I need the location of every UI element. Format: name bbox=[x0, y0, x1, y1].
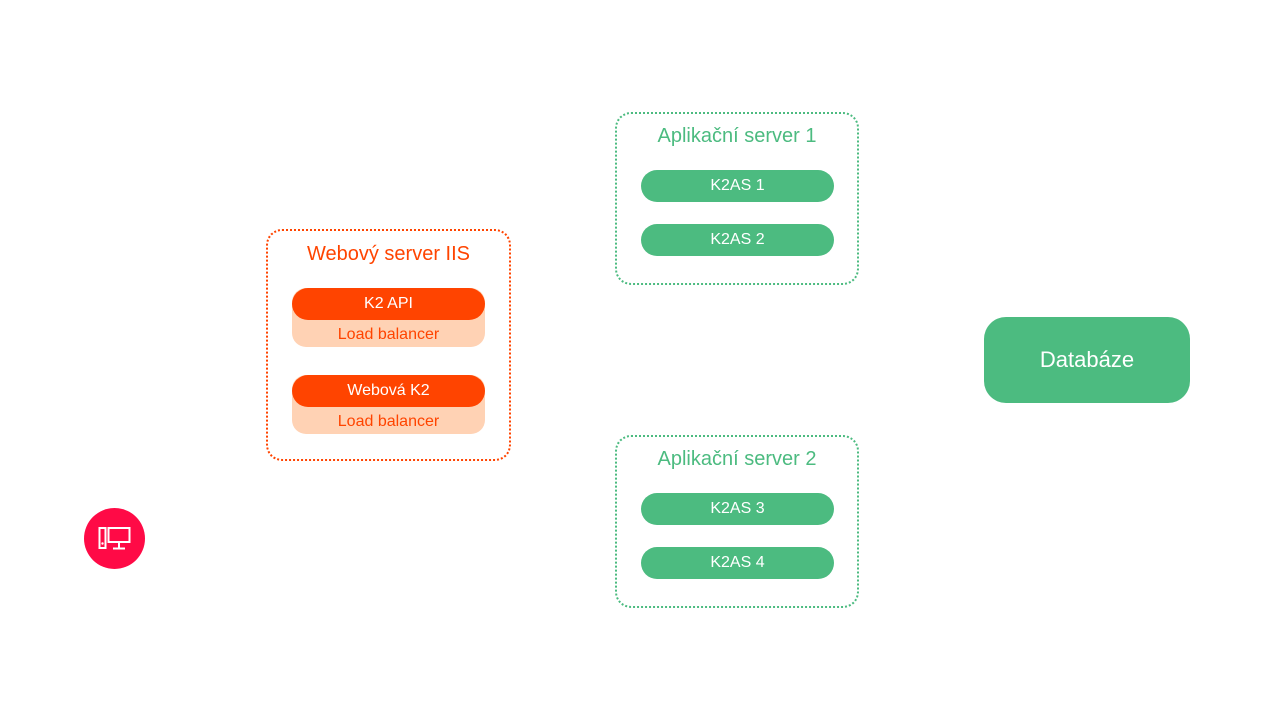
load-balancer-label: Load balancer bbox=[337, 326, 440, 343]
desktop-computer-icon bbox=[98, 526, 130, 549]
k2as-1-pill: K2AS 1 bbox=[641, 170, 834, 202]
app-server-1-title: Aplikační server 1 bbox=[657, 125, 817, 147]
k2-api-pill: K2 API bbox=[292, 288, 485, 320]
k2as-4-pill: K2AS 4 bbox=[641, 547, 834, 579]
k2as-3-pill: K2AS 3 bbox=[641, 493, 834, 525]
service-k2-api: Load balancer K2 API bbox=[292, 288, 485, 347]
app-server-1-group: Aplikační server 1 K2AS 1 K2AS 2 bbox=[615, 112, 859, 285]
database-node: Databáze bbox=[984, 317, 1190, 403]
app-server-2-title: Aplikační server 2 bbox=[657, 448, 817, 470]
web-server-title: Webový server IIS bbox=[306, 243, 471, 265]
k2as-2-pill: K2AS 2 bbox=[641, 224, 834, 256]
client-node bbox=[84, 508, 145, 569]
app-server-2-group: Aplikační server 2 K2AS 3 K2AS 4 bbox=[615, 435, 859, 608]
load-balancer-label: Load balancer bbox=[337, 413, 440, 430]
web-server-group: Webový server IIS Load balancer K2 API L… bbox=[266, 229, 511, 461]
service-webova-k2: Load balancer Webová K2 bbox=[292, 375, 485, 434]
webova-k2-pill: Webová K2 bbox=[292, 375, 485, 407]
